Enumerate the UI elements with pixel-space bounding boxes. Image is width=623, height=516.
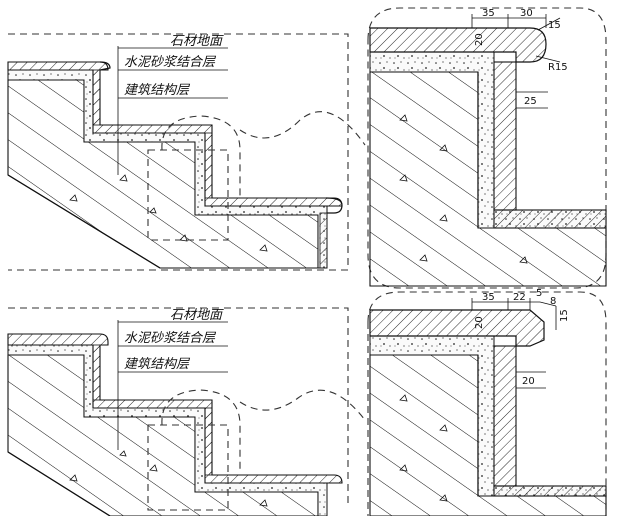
dim-bottom-5: 5 — [536, 288, 542, 299]
top-callout-connector — [239, 111, 366, 146]
dim-bottom-35: 35 — [482, 292, 495, 303]
label-mortar-layer: 水泥砂浆结合层 — [124, 55, 217, 70]
bottom-left-stair-section: 石材地面 水泥砂浆结合层 建筑结构层 — [7, 307, 349, 516]
aggregate-marks — [69, 114, 528, 507]
label-stone-floor-2: 石材地面 — [170, 308, 224, 323]
top-right-enlarged-detail: 35 30 15 R15 20 25 — [367, 7, 607, 289]
label-stone-floor: 石材地面 — [170, 34, 224, 49]
dim-bottom-8: 8 — [550, 296, 556, 307]
dim-top-20: 20 — [474, 33, 485, 46]
dim-top-25: 25 — [524, 96, 537, 107]
dim-bottom-15: 15 — [559, 309, 570, 322]
dim-bottom-20-vertical: 20 — [474, 316, 485, 329]
label-structure-layer-2: 建筑结构层 — [124, 357, 191, 372]
dim-bottom-20-horizontal: 20 — [522, 376, 535, 387]
bottom-callout-connector — [239, 389, 366, 421]
bottom-right-enlarged-detail: 35 22 5 8 15 20 20 — [367, 288, 607, 516]
dim-bottom-22: 22 — [513, 292, 526, 303]
top-left-stair-section: 石材地面 水泥砂浆结合层 建筑结构层 — [7, 33, 349, 271]
label-structure-layer: 建筑结构层 — [124, 83, 191, 98]
label-mortar-layer-2: 水泥砂浆结合层 — [124, 331, 217, 346]
dim-top-30: 30 — [520, 8, 533, 19]
dim-top-r15: R15 — [548, 62, 568, 73]
dim-top-35: 35 — [482, 8, 495, 19]
dim-top-15: 15 — [548, 20, 561, 31]
